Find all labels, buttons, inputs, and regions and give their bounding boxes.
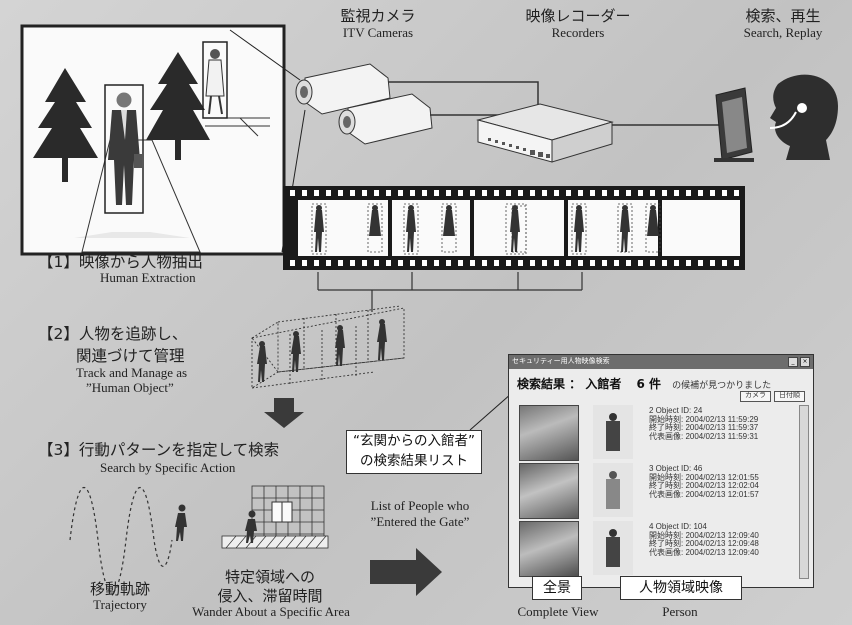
film-perforations-bottom — [290, 260, 739, 266]
tracked-objects — [251, 305, 405, 389]
film-perforations-top — [290, 190, 739, 196]
rep-time: 代表画像: 2004/02/13 12:01:57 — [649, 489, 759, 499]
recorder-label-jp: 映像レコーダー — [525, 7, 631, 25]
area-label-en: Wander About a Specific Area — [192, 604, 350, 619]
area-label-jp-1: 特定領域への — [224, 568, 315, 586]
end-time: 終了時刻: 2004/02/13 11:59:37 — [649, 423, 759, 432]
step2-label-jp-1: 【2】人物を追跡し、 — [38, 325, 188, 343]
result-count: 6 件 — [636, 377, 661, 391]
camera-2-icon — [338, 93, 433, 145]
object-id: 3 Object ID: 46 — [649, 464, 703, 473]
end-time: 終了時刻: 2004/02/13 12:02:04 — [649, 481, 759, 490]
result-header: 検索結果 ： 入館者 6 件 の候補が見つかりました — [509, 369, 813, 393]
area-floor-hatch — [221, 535, 329, 549]
callout-en-line1: List of People who — [370, 498, 470, 513]
search-label-jp: 検索、再生 — [745, 7, 821, 25]
search-label-en: Search, Replay — [743, 25, 823, 40]
minimize-icon[interactable]: _ — [788, 357, 798, 367]
callout-en-line2: ”Entered the Gate” — [370, 514, 470, 529]
start-time: 開始時刻: 2004/02/13 12:01:55 — [649, 472, 759, 482]
person-label-en: Person — [662, 604, 698, 619]
callout-line1: “玄関からの入館者” — [353, 433, 475, 449]
rep-time: 代表画像: 2004/02/13 11:59:31 — [649, 431, 759, 441]
result-suffix: の候補が見つかりました — [672, 381, 772, 391]
step1-label-jp: 【1】映像から人物抽出 — [38, 253, 203, 271]
complete-view-thumb — [519, 405, 579, 461]
callout-line2: の検索結果リスト — [360, 453, 468, 469]
floor-shadow — [74, 232, 190, 238]
step2-label-en-1: Track and Manage as — [76, 365, 188, 380]
rep-time: 代表画像: 2004/02/13 12:09:40 — [649, 547, 759, 557]
result-list: 2 Object ID: 24 開始時刻: 2004/02/13 11:59:2… — [519, 405, 799, 577]
grouping-bracket — [317, 272, 583, 312]
start-time: 開始時刻: 2004/02/13 11:59:29 — [649, 414, 759, 424]
end-time: 終了時刻: 2004/02/13 12:09:48 — [649, 539, 759, 548]
start-time: 開始時刻: 2004/02/13 12:09:40 — [649, 530, 759, 540]
camera-label-en: ITV Cameras — [342, 25, 414, 40]
scrollbar[interactable] — [799, 405, 809, 579]
monitor-icon — [714, 87, 754, 162]
person-thumb — [593, 405, 633, 459]
step3-label-en: Search by Specific Action — [100, 460, 236, 475]
person-man-icon — [104, 84, 144, 214]
person-label-jp: 人物領域映像 — [620, 576, 742, 600]
trajectory-person-icon — [175, 504, 187, 541]
result-row[interactable]: 3 Object ID: 46 開始時刻: 2004/02/13 12:01:5… — [519, 463, 799, 519]
step1-label-en: Human Extraction — [100, 270, 196, 285]
result-window-titlebar: セキュリティー用人物映像検索 _ × — [509, 355, 813, 369]
right-arrow-icon — [370, 548, 442, 596]
result-window: セキュリティー用人物映像検索 _ × 検索結果 ： 入館者 6 件 の候補が見つ… — [508, 354, 814, 588]
close-icon[interactable]: × — [800, 357, 810, 367]
area-person-icon — [245, 510, 257, 543]
tree-left-icon — [33, 68, 98, 182]
object-id: 2 Object ID: 24 — [649, 406, 703, 415]
complete-view-label-jp: 全景 — [532, 576, 582, 600]
person-thumb — [593, 521, 633, 575]
complete-view-label-en: Complete View — [517, 604, 599, 619]
step2-label-jp-2: 関連づけて管理 — [76, 347, 185, 365]
operator-headset-icon — [769, 74, 838, 160]
window-title: セキュリティー用人物映像検索 — [512, 357, 610, 365]
area-label-jp-2: 侵入、滞留時間 — [217, 587, 323, 605]
object-id: 4 Object ID: 104 — [649, 522, 707, 531]
person-thumb — [593, 463, 633, 517]
trajectory-path — [69, 487, 173, 593]
down-arrow-icon — [264, 398, 304, 428]
step3-label-jp: 【3】行動パターンを指定して検索 — [38, 441, 280, 459]
complete-view-thumb — [519, 521, 579, 577]
date-sort-button[interactable]: 日付順 — [774, 391, 805, 402]
recorder-label-en: Recorders — [551, 25, 605, 40]
recorder-icon — [476, 103, 614, 163]
trajectory-label-jp: 移動軌跡 — [89, 580, 150, 598]
person-woman-icon — [202, 41, 228, 119]
trajectory-label-en: Trajectory — [93, 597, 147, 612]
result-label: 検索結果 ： 入館者 — [517, 377, 622, 391]
camera-label-jp: 監視カメラ — [340, 7, 416, 25]
film-strip — [283, 186, 745, 270]
area-door-icon — [271, 501, 293, 523]
tree-right-icon — [146, 52, 210, 160]
result-row[interactable]: 4 Object ID: 104 開始時刻: 2004/02/13 12:09:… — [519, 521, 799, 577]
result-row[interactable]: 2 Object ID: 24 開始時刻: 2004/02/13 11:59:2… — [519, 405, 799, 461]
camera-1-icon — [295, 63, 391, 115]
step2-label-en-2: ”Human Object” — [86, 380, 174, 395]
complete-view-thumb — [519, 463, 579, 519]
search-result-callout: “玄関からの入館者” の検索結果リスト — [346, 430, 482, 474]
camera-sort-button[interactable]: カメラ — [740, 391, 771, 402]
